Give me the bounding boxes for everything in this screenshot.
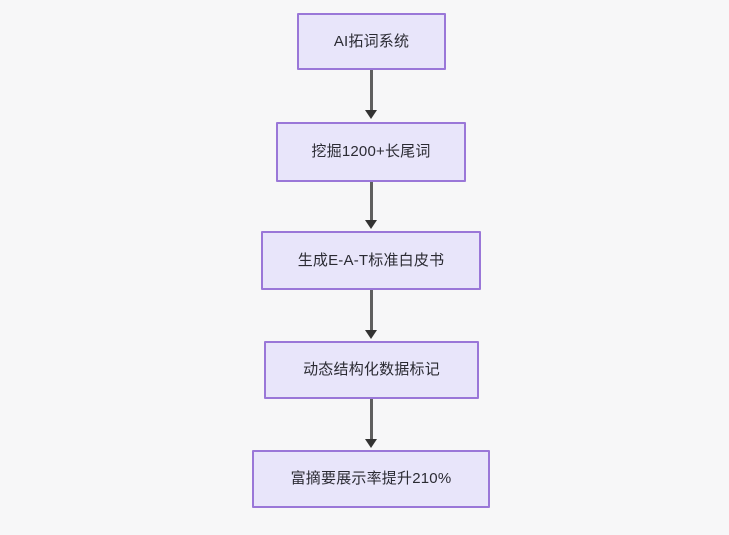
flowchart-node-label: 动态结构化数据标记: [303, 361, 440, 378]
flowchart-node-ai-keyword-system[interactable]: AI拓词系统: [297, 13, 446, 70]
flowchart-node-label: 生成E-A-T标准白皮书: [297, 251, 445, 269]
flowchart-arrowhead-icon-3: [365, 330, 377, 339]
flowchart-connector-line-1: [370, 70, 373, 113]
flowchart-connector-line-3: [370, 290, 373, 333]
flowchart-arrowhead-icon-1: [365, 110, 377, 119]
flowchart-connector-line-2: [370, 182, 373, 224]
flowchart-node-label: AI拓词系统: [333, 32, 410, 50]
flowchart-arrowhead-icon-2: [365, 220, 377, 229]
flowchart-node-label: 富摘要展示率提升210%: [290, 470, 452, 487]
flowchart-node-dynamic-structured-data-markup[interactable]: 动态结构化数据标记: [264, 341, 479, 399]
flowchart-node-rich-snippet-impression-lift[interactable]: 富摘要展示率提升210%: [252, 450, 490, 508]
flowchart-node-generate-eat-whitepaper[interactable]: 生成E-A-T标准白皮书: [261, 231, 481, 290]
flowchart-connector-line-4: [370, 399, 373, 442]
flowchart-node-mine-longtail-keywords[interactable]: 挖掘1200+长尾词: [276, 122, 466, 182]
flowchart-node-label: 挖掘1200+长尾词: [311, 143, 431, 160]
flowchart-arrowhead-icon-4: [365, 439, 377, 448]
